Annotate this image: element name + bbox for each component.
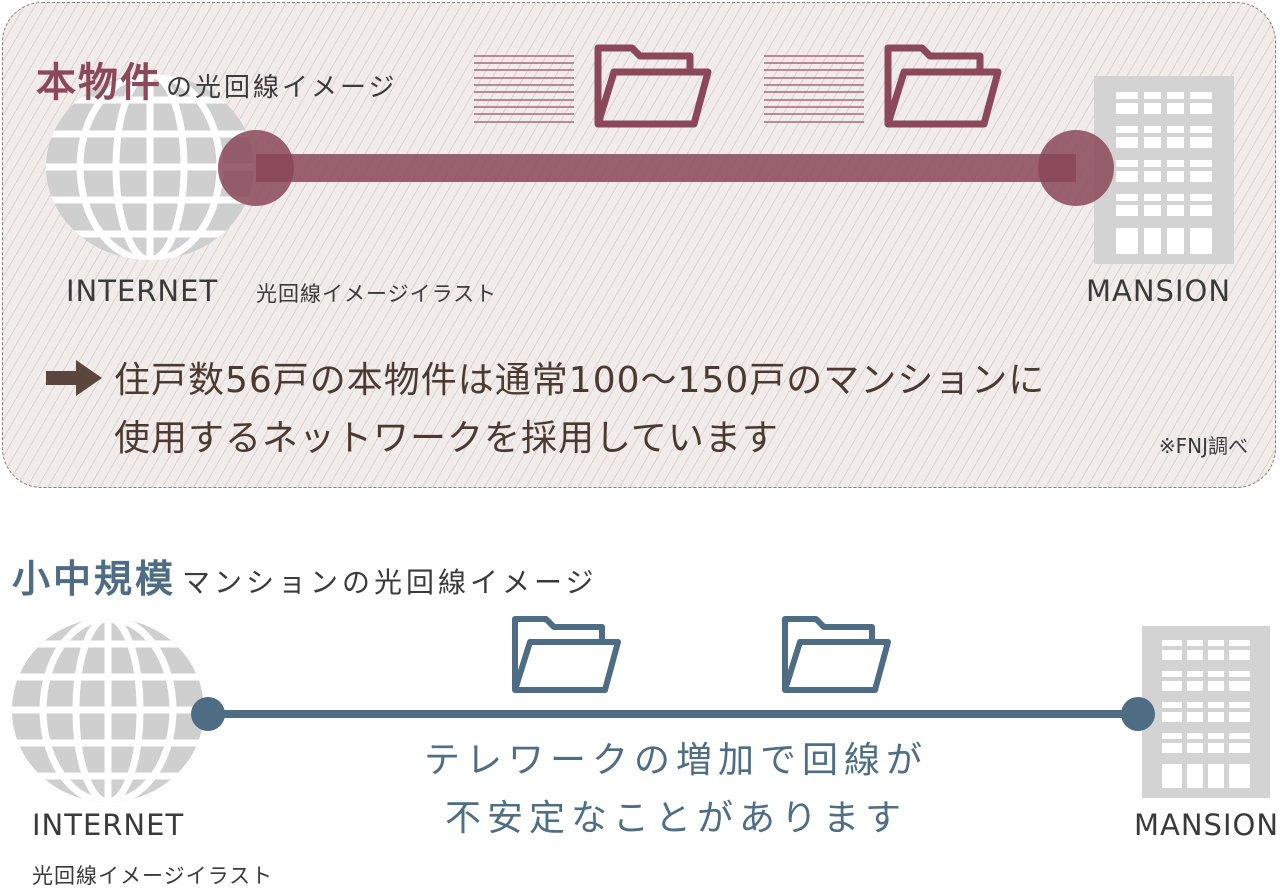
folder-icon [594, 44, 712, 128]
top-illustration-label: 光回線イメージイラスト [256, 282, 498, 306]
speed-lines-icon [764, 55, 864, 123]
top-message-line1: 住戸数56戸の本物件は通常100〜150戸のマンションに [114, 360, 1046, 401]
folder-icon [782, 616, 891, 693]
top-message-line2: 使用するネットワークを採用しています [114, 418, 779, 459]
bottom-illustration-label: 光回線イメージイラスト [32, 864, 274, 888]
top-title-emphasis: 本物件 [36, 60, 162, 106]
warning-line1: テレワークの増加で回線が [423, 740, 928, 781]
top-internet-label: INTERNET [66, 274, 219, 308]
bottom-title-rest: マンションの光回線イメージ [182, 566, 598, 599]
speed-lines-icon [474, 55, 574, 123]
warning-message: テレワークの増加で回線が 不安定なことがあります [396, 732, 956, 848]
bottom-internet-label: INTERNET [32, 808, 185, 842]
source-note: ※FNJ調べ [1158, 434, 1248, 458]
bottom-mansion-label: MANSION [1134, 808, 1280, 842]
top-panel [2, 2, 1276, 488]
folder-icon [512, 616, 621, 693]
bottom-title: 小中規模マンションの光回線イメージ [12, 548, 597, 603]
fiber-line [191, 697, 1155, 731]
bottom-title-emphasis: 小中規模 [12, 557, 177, 601]
building-icon [1142, 626, 1270, 798]
top-title: 本物件の光回線イメージ [36, 50, 397, 108]
globe-icon [46, 74, 254, 260]
folder-icon [884, 44, 1002, 128]
top-message: 住戸数56戸の本物件は通常100〜150戸のマンションに 使用するネットワークを… [114, 352, 1045, 468]
top-title-rest: の光回線イメージ [166, 73, 398, 103]
globe-icon [12, 618, 204, 802]
building-icon [1094, 76, 1234, 264]
top-mansion-label: MANSION [1086, 274, 1232, 308]
warning-line2: 不安定なことがあります [444, 798, 907, 839]
fiber-line [218, 130, 1114, 206]
arrow-right-icon [46, 360, 102, 396]
